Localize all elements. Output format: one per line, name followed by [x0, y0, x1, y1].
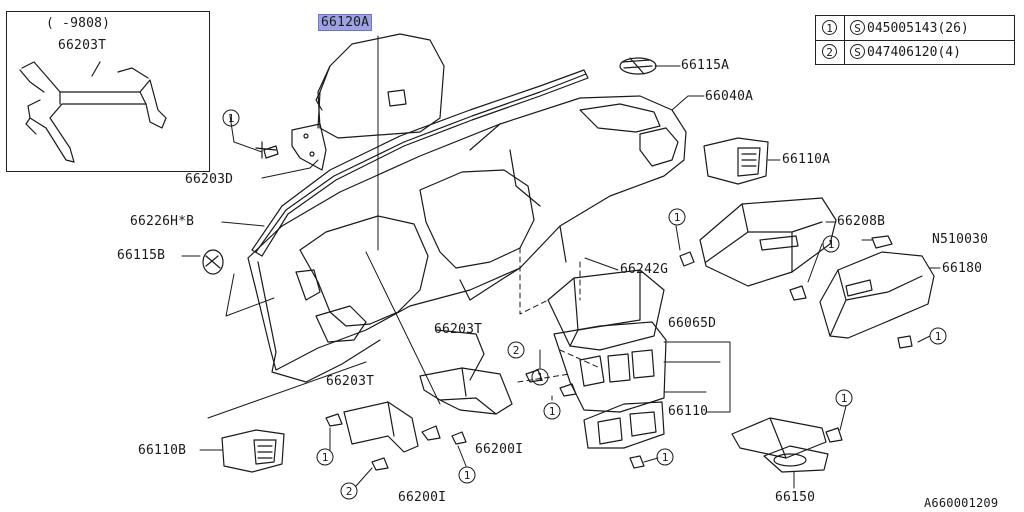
callout-circles: [222, 109, 947, 500]
part-label-66180[interactable]: 66180: [942, 261, 983, 276]
callout-1: 1: [935, 330, 942, 343]
meter-hood: [819, 251, 935, 339]
part-label-66200i[interactable]: 66200I: [398, 490, 447, 505]
diagram-reference-number: A660001209: [924, 496, 999, 510]
hidden-lines: [517, 247, 601, 383]
callout-numbers: 1 1 1 1 1 1 1 1 1 1 2 2: [228, 112, 942, 498]
part-label-66110b[interactable]: 66110B: [138, 443, 187, 458]
vent-66110b: [221, 429, 285, 473]
screws: [263, 145, 913, 471]
part-label-66110[interactable]: 66110: [668, 404, 709, 419]
callout-1: 1: [537, 371, 544, 384]
vent-66110: [583, 401, 665, 449]
leader-lines: [181, 35, 941, 489]
callout-1: 1: [841, 392, 848, 405]
part-label-66065d[interactable]: 66065D: [668, 316, 717, 331]
part-label-66242g[interactable]: 66242G: [620, 262, 669, 277]
callout-1: 1: [674, 211, 681, 224]
part-label-66226h-b[interactable]: 66226H*B: [130, 214, 195, 229]
vent-66115a: [619, 57, 657, 75]
part-label-66115a[interactable]: 66115A: [681, 58, 730, 73]
callout-1: 1: [464, 469, 471, 482]
legend-number: 2: [822, 44, 839, 60]
part-label-66115b[interactable]: 66115B: [117, 248, 166, 263]
part-label-66040a[interactable]: 66040A: [705, 89, 754, 104]
callout-2: 2: [513, 344, 520, 357]
bracket-66150: [731, 417, 829, 473]
inset-box: [6, 11, 210, 172]
part-label-66203d[interactable]: 66203D: [185, 172, 234, 187]
vent-66115b: [202, 249, 224, 275]
callout-2: 2: [346, 485, 353, 498]
part-label-66203t[interactable]: 66203T: [326, 374, 375, 389]
part-label-66203t-inset[interactable]: 66203T: [58, 38, 107, 53]
part-label-n510030[interactable]: N510030: [932, 232, 989, 247]
part-label-66208b[interactable]: 66208B: [837, 214, 886, 229]
vent-66110a: [703, 137, 769, 185]
center-panel: [547, 269, 667, 413]
part-label-66200i[interactable]: 66200I: [475, 442, 524, 457]
part-label-66120a-selected[interactable]: 66120A: [318, 14, 373, 31]
callout-1: 1: [828, 238, 835, 251]
callout-1: 1: [549, 405, 556, 418]
upper-pad-66120a: [315, 33, 445, 139]
glove-compartment: [699, 197, 837, 287]
callout-1: 1: [662, 451, 669, 464]
callout-1: 1: [322, 451, 329, 464]
clip-n510030: [871, 235, 893, 249]
part-label-66203t[interactable]: 66203T: [434, 322, 483, 337]
instrument-panel: [247, 95, 687, 383]
lower-brackets: [343, 329, 513, 453]
inset-date-range: ( -9808): [46, 16, 111, 31]
legend-number: 1: [822, 20, 839, 36]
defroster-strip: [251, 69, 589, 257]
part-label-66110a[interactable]: 66110A: [782, 152, 831, 167]
callout-1: 1: [228, 112, 235, 125]
inset-bracket-drawing: [19, 61, 167, 163]
part-label-66150[interactable]: 66150: [775, 490, 816, 505]
